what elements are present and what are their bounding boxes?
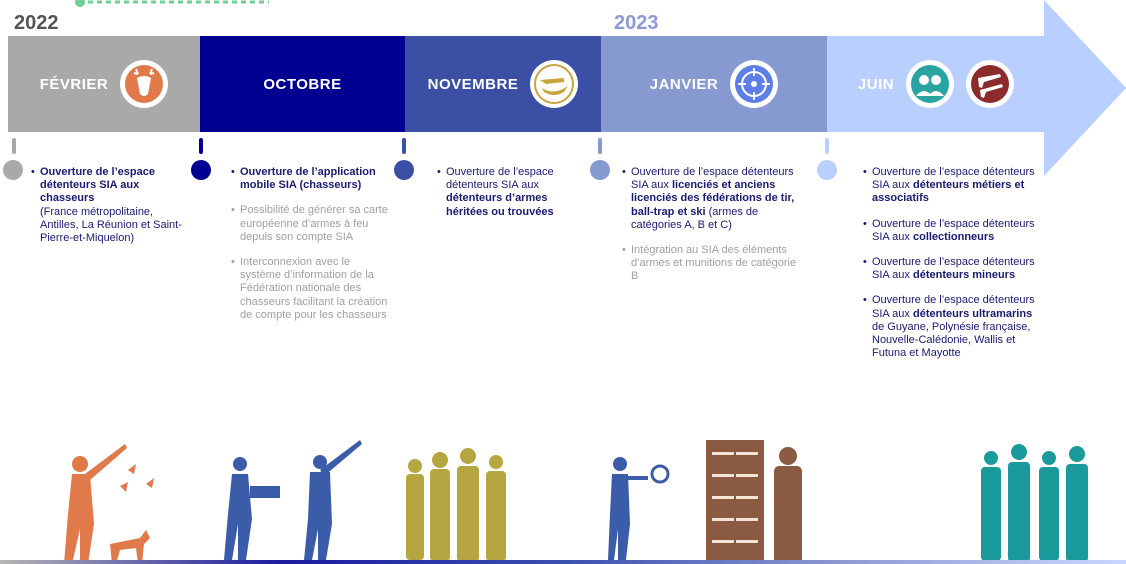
list-item: • Ouverture de l’espace détenteurs SIA a… (437, 166, 554, 218)
shooter-silhouette (608, 457, 670, 560)
tick-janvier (598, 138, 602, 154)
list-item: •Ouverture de l’espace détenteurs SIA au… (863, 217, 1035, 243)
dot-novembre (394, 160, 414, 180)
band-juin: JUIN (827, 36, 1045, 132)
dot-juin (817, 160, 837, 180)
month-label-novembre: NOVEMBRE (427, 75, 519, 93)
professionals-silhouettes (981, 444, 1088, 562)
band-fevrier: FÉVRIER (8, 36, 200, 132)
month-label-janvier: JANVIER (649, 75, 719, 93)
month-label-octobre: OCTOBRE (263, 75, 342, 93)
hand-gun-icon (530, 60, 579, 108)
list-item: • Ouverture de l’espace détenteurs SIA a… (31, 166, 182, 245)
tick-novembre (402, 138, 406, 154)
list-item: •Ouverture de l’application mobile SIA (… (231, 166, 376, 192)
column-novembre: • Ouverture de l’espace détenteurs SIA a… (437, 166, 566, 231)
group-silhouettes (406, 448, 506, 562)
people-icon (906, 60, 955, 108)
column-juin: •Ouverture de l’espace détenteurs SIA au… (863, 166, 1044, 372)
tick-fevrier (12, 138, 16, 154)
list-item: •Intégration au SIA des éléments d’armes… (622, 244, 797, 283)
tick-juin (825, 138, 829, 154)
column-janvier: • Ouverture de l’espace détenteurs SIA a… (622, 166, 803, 296)
deer-icon (120, 60, 169, 108)
month-label-fevrier: FÉVRIER (39, 75, 109, 93)
list-item: •Interconnexion avec le système d’inform… (231, 256, 388, 321)
hunter-silhouette (64, 444, 154, 564)
list-item: •Ouverture de l’espace détenteurs SIA au… (863, 166, 1035, 205)
tick-octobre (199, 138, 203, 154)
year-2022: 2022 (14, 12, 59, 34)
band-janvier: JANVIER (601, 36, 827, 132)
year-2023: 2023 (614, 12, 659, 34)
timeline-arrowhead (1044, 0, 1126, 176)
list-item: •Possibilité de générer sa carte europée… (231, 204, 388, 243)
dot-octobre (191, 160, 211, 180)
guns-icon (966, 60, 1015, 108)
target-icon (730, 60, 779, 108)
list-item: •Ouverture de l’espace détenteurs SIA au… (863, 256, 1035, 282)
column-octobre: •Ouverture de l’application mobile SIA (… (231, 166, 390, 334)
ground-line (0, 560, 1126, 564)
month-label-juin: JUIN (857, 75, 895, 93)
column-fevrier: • Ouverture de l’espace détenteurs SIA a… (31, 166, 190, 257)
list-item: •Ouverture de l’espace détenteurs SIA au… (863, 294, 1035, 360)
dot-fevrier (3, 160, 23, 180)
biathlon-silhouettes (224, 440, 362, 560)
band-novembre: NOVEMBRE (405, 36, 601, 132)
band-octobre: OCTOBRE (200, 36, 405, 132)
top-dashes-decoration (75, 0, 269, 7)
gun-cabinet-silhouette (706, 440, 802, 564)
list-item: • Ouverture de l’espace détenteurs SIA a… (622, 166, 795, 231)
dot-janvier (590, 160, 610, 180)
